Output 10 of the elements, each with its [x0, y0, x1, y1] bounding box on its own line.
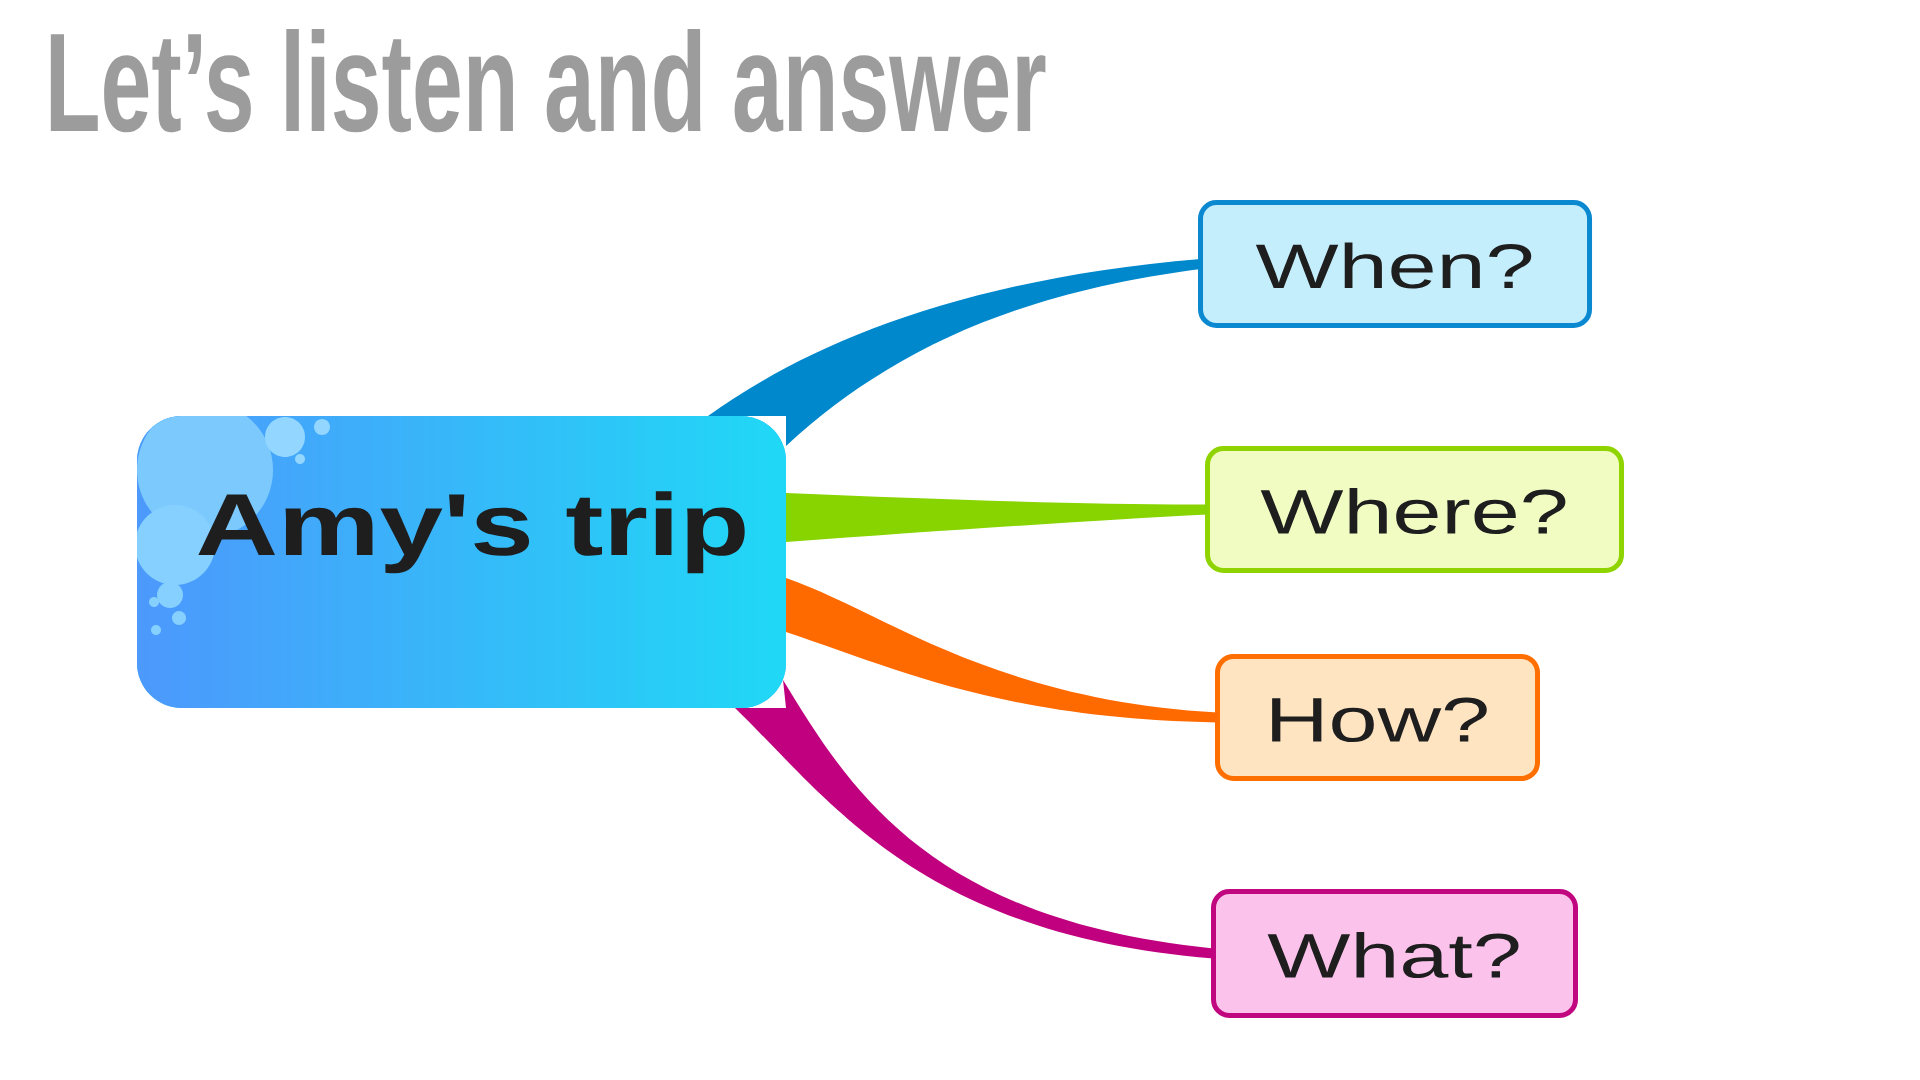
branch-connector: [786, 493, 1208, 542]
question-box: When?: [1198, 200, 1592, 328]
question-box: Where?: [1205, 446, 1624, 573]
branch-connector: [786, 578, 1218, 723]
question-box: How?: [1215, 654, 1540, 781]
branch-connector: [708, 259, 1201, 446]
branch-connector: [735, 680, 1214, 959]
title: Let’s listen and answer: [50, 29, 1046, 133]
question-box: What?: [1211, 889, 1578, 1018]
topic-box: Amy's trip: [137, 416, 786, 708]
